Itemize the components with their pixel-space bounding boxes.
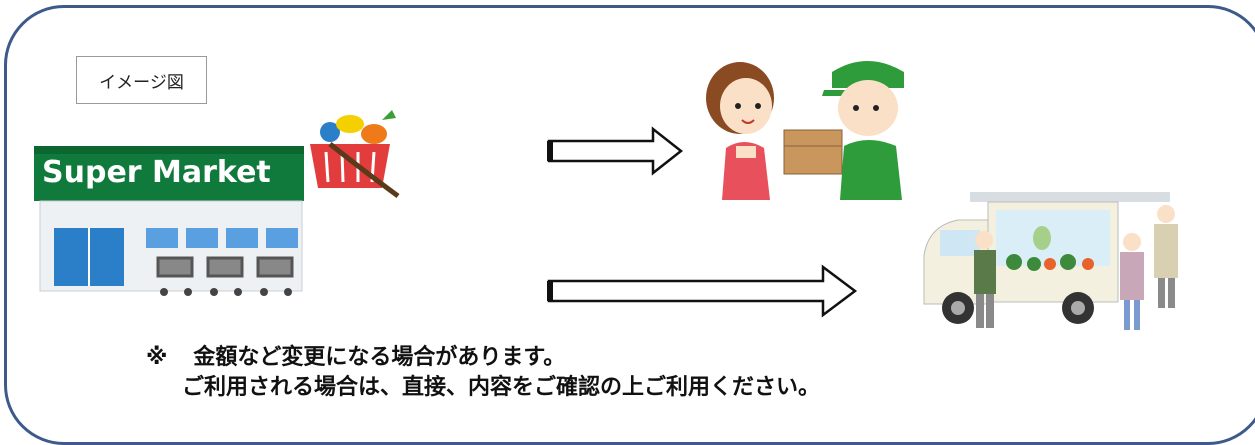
image-label: イメージ図 bbox=[76, 56, 207, 104]
right-arrow-icon bbox=[547, 126, 684, 176]
mobile-sales-truck-icon bbox=[923, 192, 1178, 330]
grocery-basket-icon bbox=[310, 110, 400, 199]
store-sign: Super Market bbox=[42, 155, 271, 190]
supermarket-icon: Super Market bbox=[34, 110, 400, 296]
notice-line-2: ご利用される場合は、直接、内容をご確認の上ご利用ください。 bbox=[182, 375, 821, 400]
home-delivery-icon bbox=[706, 61, 904, 200]
right-arrow-icon bbox=[547, 264, 858, 318]
notice-text: ※ 金額など変更になる場合があります。 ご利用される場合は、直接、内容をご確認の… bbox=[146, 343, 820, 403]
notice-line-1: 金額など変更になる場合があります。 bbox=[193, 345, 566, 370]
notice-mark: ※ bbox=[146, 345, 168, 370]
